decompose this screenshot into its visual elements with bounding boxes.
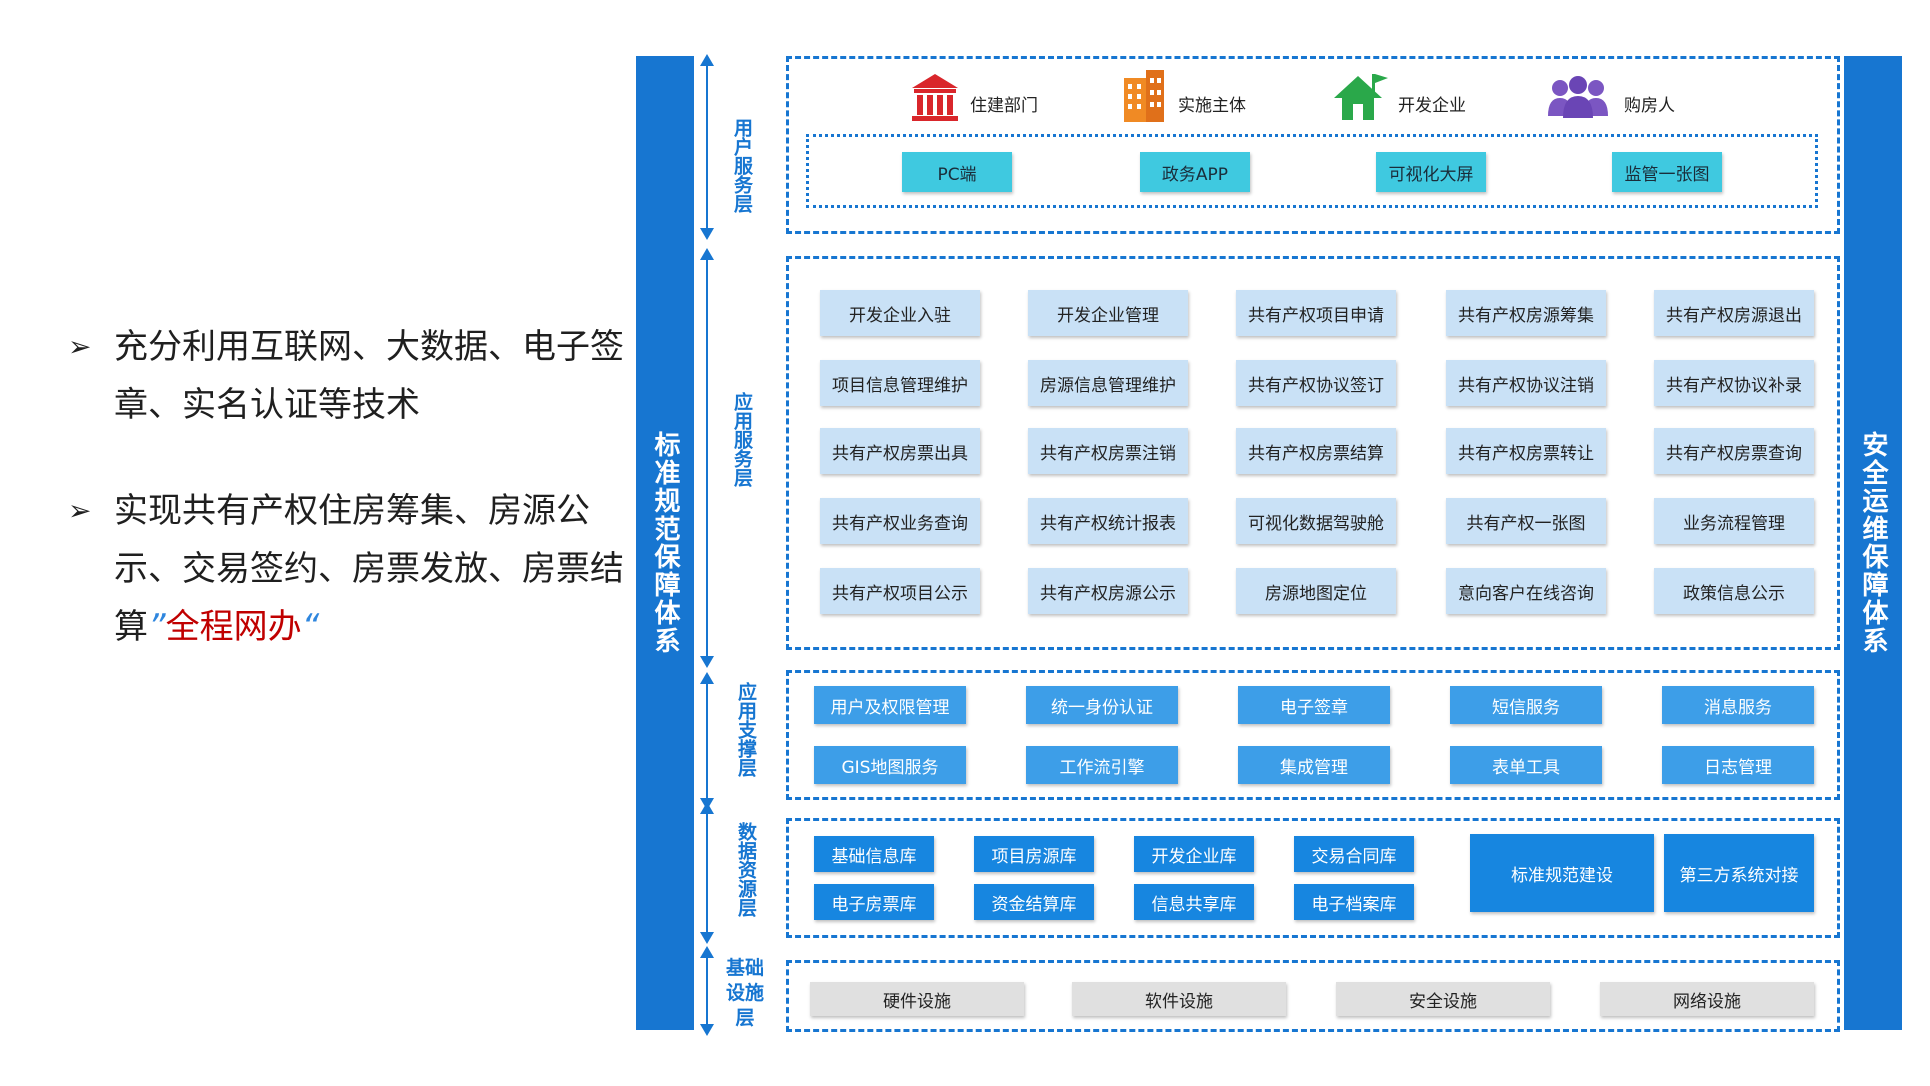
app-service-box[interactable]: 共有产权业务查询	[820, 498, 980, 544]
arrow-user-layer	[700, 54, 714, 240]
side-bar-security: 安全运维保障体系	[1844, 56, 1902, 1030]
bullet-2-highlight: 全程网办	[165, 607, 302, 647]
infra-security[interactable]: 安全设施	[1336, 982, 1550, 1016]
channel-supervision-map[interactable]: 监管一张图	[1612, 152, 1722, 192]
support-service-box[interactable]: 工作流引擎	[1026, 746, 1178, 784]
side-bar-security-label: 安全运维保障体系	[1858, 431, 1888, 655]
data-layer-container	[786, 818, 1840, 938]
quote-close: “	[301, 607, 320, 647]
app-service-box[interactable]: 共有产权房票转让	[1446, 428, 1606, 474]
app-service-box[interactable]: 共有产权房源退出	[1654, 290, 1814, 336]
arrow-infra-layer	[700, 946, 714, 1036]
app-service-box[interactable]: 业务流程管理	[1654, 498, 1814, 544]
support-service-box[interactable]: 表单工具	[1450, 746, 1602, 784]
app-service-box[interactable]: 项目信息管理维护	[820, 360, 980, 406]
app-service-box[interactable]: 共有产权房源公示	[1028, 568, 1188, 614]
user-label-implementer: 实施主体	[1178, 96, 1246, 116]
app-service-box[interactable]: 房源信息管理维护	[1028, 360, 1188, 406]
government-building-icon	[912, 74, 958, 121]
arrow-support-layer	[700, 672, 714, 810]
user-label-buyer: 购房人	[1624, 96, 1675, 116]
quote-open: ”	[148, 607, 166, 647]
data-resource-box[interactable]: 交易合同库	[1294, 836, 1414, 872]
support-service-box[interactable]: 电子签章	[1238, 686, 1390, 724]
layer-label-data: 数据资源层	[735, 821, 757, 917]
layer-label-support: 应用支撑层	[735, 681, 757, 777]
app-layer-container	[786, 256, 1840, 650]
data-large-standards[interactable]: 标准规范建设	[1470, 834, 1654, 912]
support-service-box[interactable]: 消息服务	[1662, 686, 1814, 724]
app-service-box[interactable]: 共有产权房票结算	[1236, 428, 1396, 474]
side-bar-standards: 标准规范保障体系	[636, 56, 694, 1030]
user-label-developer: 开发企业	[1398, 96, 1466, 116]
arrow-bullet-icon: ➢	[68, 330, 92, 363]
support-service-box[interactable]: 短信服务	[1450, 686, 1602, 724]
app-service-box[interactable]: 共有产权房源筹集	[1446, 290, 1606, 336]
arrow-data-layer	[700, 802, 714, 944]
channel-pc[interactable]: PC端	[902, 152, 1012, 192]
app-service-box[interactable]: 共有产权统计报表	[1028, 498, 1188, 544]
office-building-icon	[1124, 70, 1164, 122]
channel-container	[806, 134, 1818, 208]
infra-layer-container	[786, 960, 1840, 1032]
layer-label-infra: 基础设施层	[725, 957, 764, 1029]
app-service-box[interactable]: 开发企业管理	[1028, 290, 1188, 336]
support-service-box[interactable]: 集成管理	[1238, 746, 1390, 784]
app-service-box[interactable]: 共有产权协议注销	[1446, 360, 1606, 406]
app-service-box[interactable]: 共有产权房票查询	[1654, 428, 1814, 474]
app-service-box[interactable]: 共有产权协议签订	[1236, 360, 1396, 406]
layer-label-app: 应用服务层	[731, 391, 753, 487]
data-resource-box[interactable]: 资金结算库	[974, 884, 1094, 920]
infra-network[interactable]: 网络设施	[1600, 982, 1814, 1016]
app-service-box[interactable]: 共有产权协议补录	[1654, 360, 1814, 406]
data-resource-box[interactable]: 项目房源库	[974, 836, 1094, 872]
app-service-box[interactable]: 可视化数据驾驶舱	[1236, 498, 1396, 544]
bullet-2-text: 实现共有产权住房筹集、房源公示、交易签约、房票发放、房票结算	[114, 491, 624, 647]
house-flag-icon	[1334, 74, 1388, 120]
app-service-box[interactable]: 政策信息公示	[1654, 568, 1814, 614]
app-service-box[interactable]: 共有产权项目公示	[820, 568, 980, 614]
arrow-bullet-icon: ➢	[68, 494, 92, 527]
support-service-box[interactable]: GIS地图服务	[814, 746, 966, 784]
user-layer-container	[786, 56, 1840, 234]
support-service-box[interactable]: 统一身份认证	[1026, 686, 1178, 724]
layer-label-user: 用户服务层	[731, 117, 753, 213]
app-service-box[interactable]: 房源地图定位	[1236, 568, 1396, 614]
app-service-box[interactable]: 共有产权房票出具	[820, 428, 980, 474]
data-resource-box[interactable]: 电子档案库	[1294, 884, 1414, 920]
app-service-box[interactable]: 意向客户在线咨询	[1446, 568, 1606, 614]
data-resource-box[interactable]: 开发企业库	[1134, 836, 1254, 872]
support-service-box[interactable]: 用户及权限管理	[814, 686, 966, 724]
channel-gov-app[interactable]: 政务APP	[1140, 152, 1250, 192]
infra-software[interactable]: 软件设施	[1072, 982, 1286, 1016]
data-resource-box[interactable]: 电子房票库	[814, 884, 934, 920]
support-layer-container	[786, 670, 1840, 800]
app-service-box[interactable]: 开发企业入驻	[820, 290, 980, 336]
data-resource-box[interactable]: 基础信息库	[814, 836, 934, 872]
support-service-box[interactable]: 日志管理	[1662, 746, 1814, 784]
app-service-box[interactable]: 共有产权房票注销	[1028, 428, 1188, 474]
arrow-app-layer	[700, 248, 714, 668]
app-service-box[interactable]: 共有产权项目申请	[1236, 290, 1396, 336]
channel-big-screen[interactable]: 可视化大屏	[1376, 152, 1486, 192]
people-group-icon	[1548, 76, 1608, 118]
bullet-1-text: 充分利用互联网、大数据、电子签章、实名认证等技术	[114, 327, 624, 425]
app-service-box[interactable]: 共有产权一张图	[1446, 498, 1606, 544]
data-resource-box[interactable]: 信息共享库	[1134, 884, 1254, 920]
user-label-housing-dept: 住建部门	[970, 96, 1038, 116]
data-large-third-party[interactable]: 第三方系统对接	[1664, 834, 1814, 912]
side-bar-standards-label: 标准规范保障体系	[650, 431, 680, 655]
infra-hardware[interactable]: 硬件设施	[810, 982, 1024, 1016]
